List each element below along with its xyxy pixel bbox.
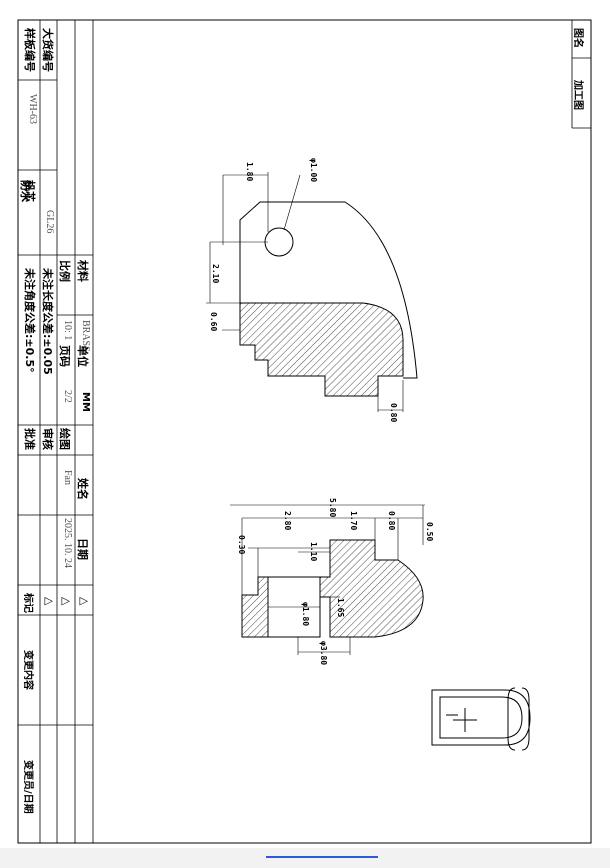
tolerance-length: 未注长度公差:±0.05 xyxy=(41,268,54,375)
name-label: 姓名 xyxy=(76,478,89,500)
top-view-hatched-section xyxy=(239,302,404,397)
dim-top-phi1-00: φ1.00 xyxy=(309,158,318,183)
unit-label: 单位 xyxy=(76,345,89,367)
dim-bottom-phi1-80: φ1.80 xyxy=(301,602,310,627)
mark-label: 标记 xyxy=(22,593,33,613)
waterproof-label: 防水 xyxy=(19,180,32,202)
revision-mark-1: △ xyxy=(78,597,91,606)
sheet-border xyxy=(17,19,592,844)
review-label: 审核 xyxy=(41,428,54,450)
part-sketch xyxy=(431,687,531,751)
dim-bottom-0-80: 0.80 xyxy=(387,511,396,531)
dim-top-2-10: 2.10 xyxy=(211,264,220,284)
date-label: 日期 xyxy=(76,538,89,560)
top-view xyxy=(206,172,418,412)
tolerance-angle: 未注角度公差:±0.5° xyxy=(23,268,36,373)
page-value: 2/2 xyxy=(62,390,73,403)
drawing-name-box xyxy=(571,20,591,129)
dim-bottom-2-80: 2.80 xyxy=(283,511,292,531)
top-view-outline xyxy=(239,201,418,379)
sample-no-label: 样板编号 xyxy=(23,28,36,72)
dim-bottom-phi3-80: φ3.80 xyxy=(319,641,328,666)
dim-bottom-1-10: 1.10 xyxy=(309,542,318,562)
bottom-view-hatched-right xyxy=(319,539,424,638)
name-value: Fan xyxy=(62,470,73,485)
dim-bottom-5-80: 5.80 xyxy=(328,498,337,518)
scale-value: 10: 1 xyxy=(62,320,73,341)
dim-bottom-0-50: 0.50 xyxy=(425,522,434,542)
scrollbar-thumb[interactable] xyxy=(266,856,378,858)
change-content-label: 变更内容 xyxy=(22,650,33,690)
dim-bottom-1-70: 1.70 xyxy=(349,511,358,531)
revision-mark-2: △ xyxy=(60,597,73,606)
material-label: 材料 xyxy=(76,260,89,282)
scale-label: 比例 xyxy=(58,260,71,282)
date-value: 2025. 10. 24 xyxy=(62,518,73,568)
top-view-hole xyxy=(264,227,294,257)
title-block-grid xyxy=(18,19,94,843)
dim-bottom-0-30: 0.30 xyxy=(237,535,246,555)
dim-top-0-80: 0.80 xyxy=(389,403,398,423)
horizontal-scrollbar[interactable] xyxy=(0,848,610,868)
unit-value: MM xyxy=(80,392,91,412)
drawn-label: 绘图 xyxy=(58,428,71,450)
revision-mark-3: △ xyxy=(43,597,56,606)
customer-no-value: WH-63 xyxy=(27,94,38,124)
customer-no-label: 大货编号 xyxy=(41,28,54,72)
dim-bottom-1-65: 1.65 xyxy=(336,598,345,618)
dim-top-0-60: 0.60 xyxy=(209,312,218,332)
core-value: GL26 xyxy=(44,210,55,234)
change-person-label: 变更员/日期 xyxy=(22,760,33,814)
drawing-name-value: 加工图 xyxy=(572,80,583,110)
approve-label: 批准 xyxy=(23,428,36,450)
drawing-name-label: 图名 xyxy=(572,28,583,48)
dim-top-1-80: 1.80 xyxy=(245,162,254,182)
page-label: 页码 xyxy=(58,345,71,367)
bottom-view xyxy=(230,504,425,655)
bottom-view-hatched-left xyxy=(241,576,269,638)
